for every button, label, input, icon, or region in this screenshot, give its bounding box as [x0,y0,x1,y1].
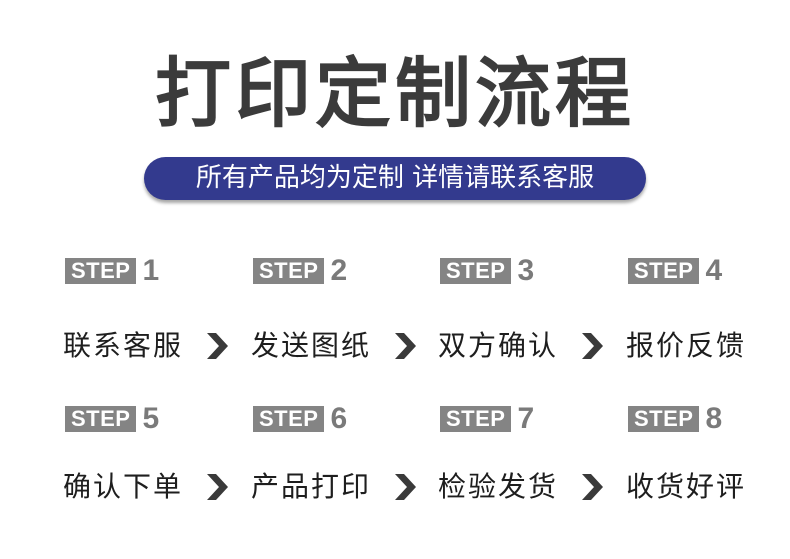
step-tag: STEP [440,258,512,284]
step-number: 5 [142,402,160,435]
step-number: 2 [330,254,348,287]
chevron-right-icon [582,333,603,359]
step-text-1: 联系客服 [63,329,184,362]
step-number: 1 [142,254,160,287]
step-label-4: STEP 4 [628,256,722,286]
step-text-4: 报价反馈 [626,329,747,362]
step-label-5: STEP 5 [65,404,159,434]
step-text-8: 收货好评 [626,470,747,503]
step-tag: STEP [628,258,700,284]
chevron-right-icon [582,474,603,500]
subtitle-banner: 所有产品均为定制 详情请联系客服 [144,157,646,200]
step-label-7: STEP 7 [440,404,534,434]
step-number: 8 [705,402,723,435]
step-number: 4 [705,254,723,287]
step-number: 7 [517,402,535,435]
step-tag: STEP [65,406,137,432]
step-label-2: STEP 2 [253,256,347,286]
page-title: 打印定制流程 [155,49,635,138]
chevron-right-icon [395,474,416,500]
chevron-right-icon [395,333,416,359]
step-text-6: 产品打印 [251,470,372,503]
step-label-6: STEP 6 [253,404,347,434]
step-tag: STEP [65,258,137,284]
step-number: 3 [517,254,535,287]
step-tag: STEP [628,406,700,432]
step-text-5: 确认下单 [63,470,184,503]
step-text-7: 检验发货 [438,470,559,503]
step-label-1: STEP 1 [65,256,159,286]
step-text-2: 发送图纸 [251,329,372,362]
step-text-3: 双方确认 [438,329,559,362]
step-label-8: STEP 8 [628,404,722,434]
step-tag: STEP [440,406,512,432]
step-number: 6 [330,402,348,435]
step-tag: STEP [253,406,325,432]
chevron-right-icon [207,333,228,359]
step-label-3: STEP 3 [440,256,534,286]
chevron-right-icon [207,474,228,500]
step-tag: STEP [253,258,325,284]
